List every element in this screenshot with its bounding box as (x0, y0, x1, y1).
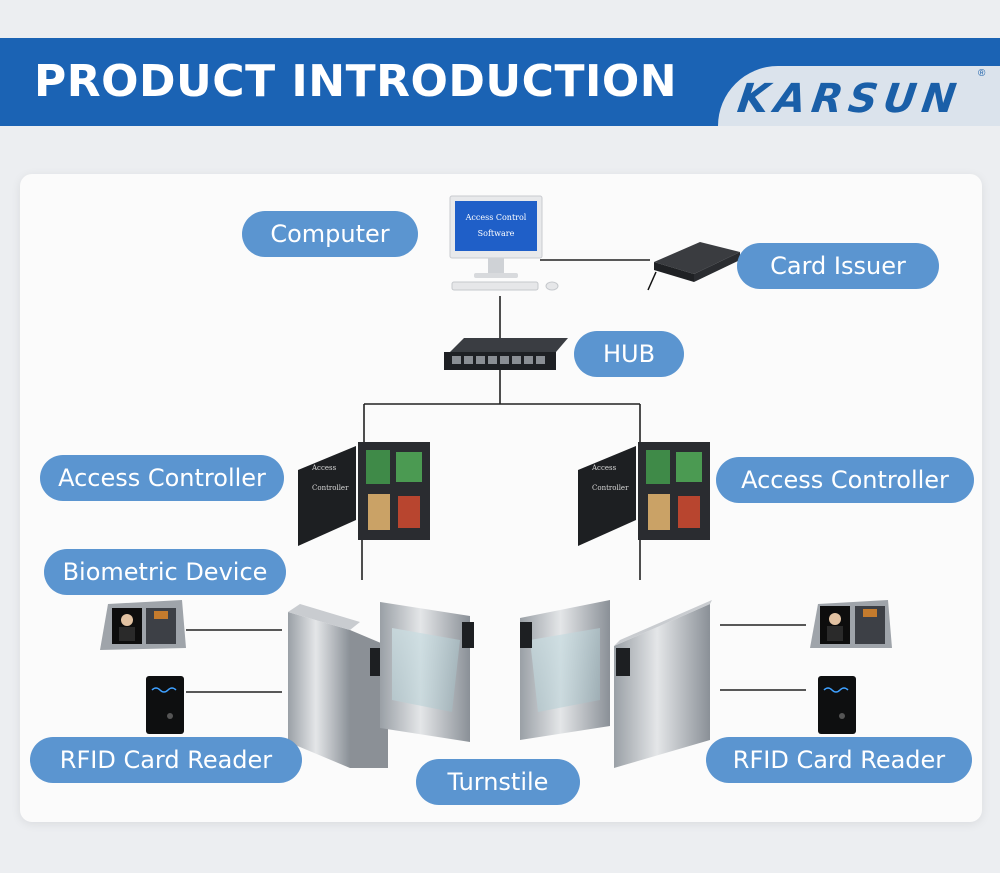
card-issuer-icon (647, 242, 740, 291)
access-controller-box-icon-right: Access Controller (578, 442, 710, 546)
rfid-reader-icon-left (146, 676, 184, 734)
label-card-issuer: Card Issuer (737, 243, 939, 289)
desktop-computer-icon: Access Control Software (449, 195, 559, 291)
access-controller-box-icon-left: Access Controller (298, 442, 430, 546)
registered-mark: ® (978, 68, 986, 79)
svg-text:Access: Access (311, 464, 337, 472)
label-turnstile: Turnstile (416, 759, 580, 805)
page-title: PRODUCT INTRODUCTION (34, 56, 678, 107)
svg-text:Controller: Controller (312, 484, 349, 492)
network-switch-icon (444, 338, 568, 370)
face-fingerprint-terminal-icon-left (100, 600, 186, 650)
label-access-controller-left: Access Controller (40, 455, 284, 501)
swing-gate-turnstile-icon (288, 600, 712, 768)
label-hub: HUB (574, 331, 684, 377)
label-rfid-right: RFID Card Reader (706, 737, 972, 783)
logo-plate (718, 66, 1000, 126)
label-access-controller-right: Access Controller (716, 457, 974, 503)
svg-text:Controller: Controller (592, 484, 629, 492)
monitor-text-line-2: Software (478, 229, 515, 238)
svg-text:Access: Access (591, 464, 617, 472)
rfid-reader-icon-right (818, 676, 856, 734)
label-rfid-left: RFID Card Reader (30, 737, 302, 783)
face-fingerprint-terminal-icon-right (810, 600, 892, 648)
monitor-text-line-1: Access Control (465, 213, 527, 222)
connection-lines (186, 259, 806, 693)
header-banner: PRODUCT INTRODUCTION KARSUN ® (0, 38, 1000, 126)
label-biometric-device: Biometric Device (44, 549, 286, 595)
label-computer: Computer (242, 211, 418, 257)
